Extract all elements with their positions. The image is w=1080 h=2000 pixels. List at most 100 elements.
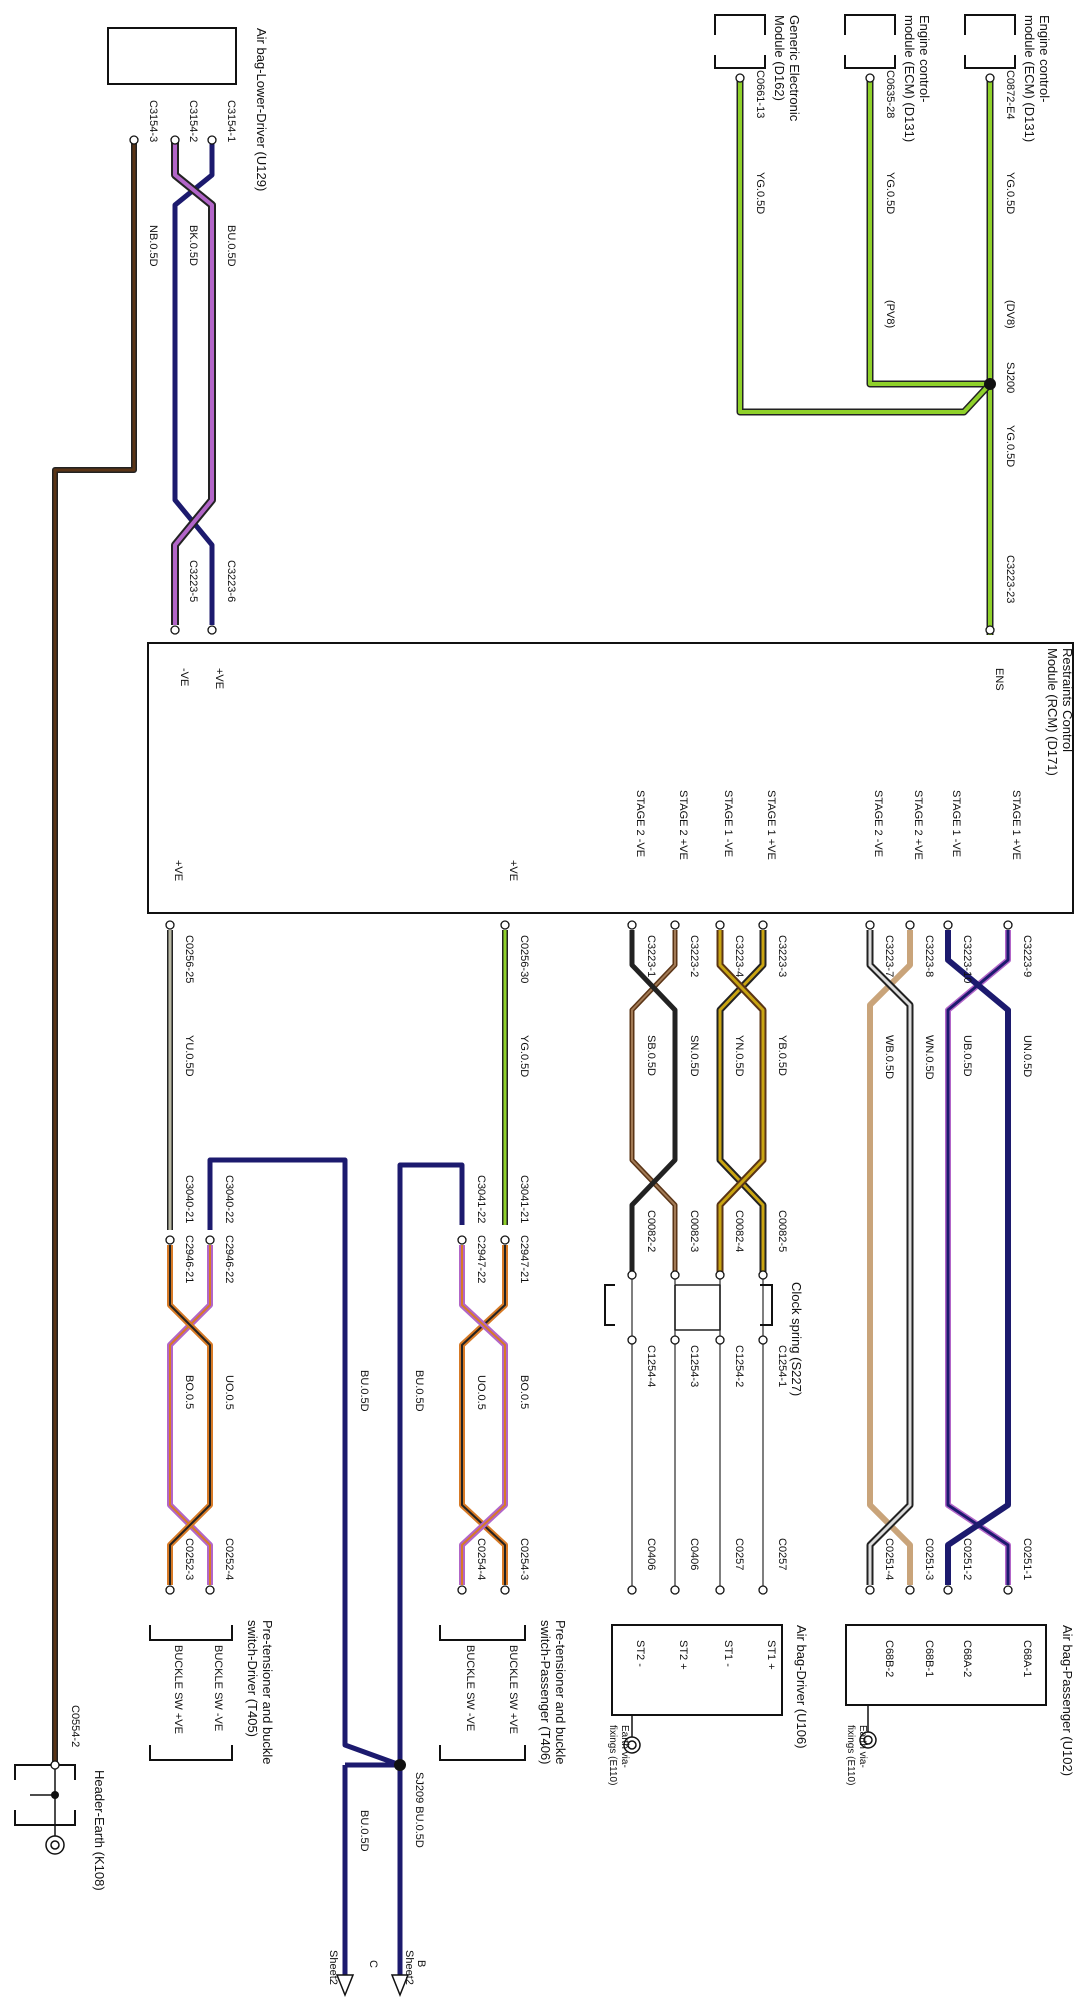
wire-bk-lower-driver <box>171 140 216 625</box>
rcm-stage-1: STAGE 1 +VE <box>1010 790 1022 860</box>
earth-symbol-header <box>30 1765 65 1855</box>
wire-yg-gem <box>736 78 993 416</box>
rcm-ve-mid: +VE <box>507 860 519 881</box>
earth-symbol-driver <box>623 1715 641 1754</box>
sheet-b-arrow <box>390 1974 410 1998</box>
wire-wb-passenger <box>866 930 914 1585</box>
driver-airbag-label: Air bag-Driver (U106) <box>794 1625 809 1749</box>
pass-rcm-pin-1: C3223-9 <box>1021 935 1033 977</box>
pass-pret-wire: YG.0.5D <box>518 1035 530 1077</box>
wire-nb-earth <box>52 140 137 1765</box>
clock-wire-yb: YB.0.5D <box>776 1035 788 1076</box>
drv-pret-out-pin-2: C0252-3 <box>183 1538 195 1580</box>
pass-earth-1: Earth via- <box>857 1725 868 1768</box>
earth-symbol-passenger <box>859 1705 877 1749</box>
ecm2-tag: (PV8) <box>884 300 896 328</box>
ecm1-box <box>964 14 1016 35</box>
clock-out-pin-4: C1254-4 <box>645 1345 657 1387</box>
pass-pin-3: C0251-3 <box>923 1538 935 1580</box>
sj200-label: SJ200 <box>1004 362 1016 393</box>
rcm-stage-8: STAGE 2 -VE <box>634 790 646 857</box>
pass-inner-pin-4: C68B-2 <box>883 1640 895 1677</box>
drv-pret-rcm-pin: C0256-25 <box>183 935 195 983</box>
wire-bo-pass <box>459 1245 508 1585</box>
lower-driver-rcm-pin-1: C3223-6 <box>225 560 237 602</box>
clock-spring-box <box>604 1284 615 1326</box>
splice-sj209 <box>394 1759 406 1771</box>
splice-sj200 <box>984 378 996 390</box>
pass-pret-pin-b1: C2947-21 <box>518 1235 530 1283</box>
header-earth-label: Header-Earth (K108) <box>92 1770 107 1891</box>
pass-pret-switch-1: BUCKLE SW +VE <box>507 1645 519 1734</box>
pass-wire-wn: WN.0.5D <box>923 1035 935 1080</box>
clock-in-pin-2: C0082-4 <box>733 1210 745 1252</box>
drv-pret-wire-uo: UO.0.5 <box>223 1375 235 1410</box>
gem-label-2: Module (D162) <box>772 15 787 101</box>
pass-earth-2: fixings (E110) <box>845 1725 856 1785</box>
driver-airbag-pin-2: ST1 - <box>722 1640 734 1667</box>
ecm1-label-1: Engine control- <box>1037 15 1052 102</box>
driver-earth-1: Earth via- <box>619 1725 630 1768</box>
drv-pret-pin-a1: C3040-22 <box>223 1175 235 1223</box>
lower-driver-pin-1: C3154-1 <box>225 100 237 142</box>
gem-pin: C0661-13 <box>754 70 766 118</box>
driver-airbag-pin-3: ST2 + <box>677 1640 689 1670</box>
drv-pretensioner-box <box>149 1625 233 1641</box>
wire-sb-clock <box>629 930 678 1275</box>
clock-out-wire-4: C0406 <box>645 1538 657 1570</box>
clock-rcm-pin-1: C3223-3 <box>776 935 788 977</box>
rcm-box <box>147 642 1074 914</box>
clock-wire-sn: SN.0.5D <box>688 1035 700 1077</box>
driver-airbag-pin-4: ST2 - <box>634 1640 646 1667</box>
rcm-stage-7: STAGE 2 +VE <box>677 790 689 860</box>
lower-driver-rcm-pin-2: C3223-5 <box>187 560 199 602</box>
ecm2-pin: C0635-28 <box>884 70 896 118</box>
gem-box <box>714 14 766 35</box>
gem-label-1: Generic Electronic <box>787 15 802 122</box>
lower-driver-wire-bk: BK.0.5D <box>187 225 199 266</box>
pass-inner-pin-1: C68A-1 <box>1021 1640 1033 1677</box>
clock-out-pin-1: C1254-1 <box>776 1345 788 1387</box>
pass-wire-wb: WB.0.5D <box>883 1035 895 1079</box>
driver-airbag-box <box>611 1624 783 1716</box>
sheet-b-sheet: Sheet2 <box>403 1950 415 1985</box>
lower-driver-wire-bu: BU.0.5D <box>225 225 237 267</box>
header-earth-pin: C0554-2 <box>69 1705 81 1747</box>
sj209-label: SJ209 BU.0.5D <box>413 1772 425 1848</box>
clock-in-pin-1: C0082-5 <box>776 1210 788 1252</box>
pass-pret-out-pin-1: C0254-3 <box>518 1538 530 1580</box>
drv-pret-pin-b1: C2946-22 <box>223 1235 235 1283</box>
wire-bu-lower-driver <box>172 140 215 625</box>
wire-uo-pass <box>459 1245 508 1585</box>
rcm-ens: ENS <box>993 668 1005 691</box>
rcm-stage-5: STAGE 1 +VE <box>765 790 777 860</box>
pass-pret-wire-uo: UO.0.5 <box>475 1375 487 1410</box>
clock-out-wire-1: C0257 <box>776 1538 788 1570</box>
drv-pret-out-pin-1: C0252-4 <box>223 1538 235 1580</box>
clock-wire-yn: YN.0.5D <box>733 1035 745 1077</box>
wires <box>52 78 1011 1975</box>
drv-pret-pin-a2: C3040-21 <box>183 1175 195 1223</box>
pass-pin-4: C0251-4 <box>883 1538 895 1580</box>
clock-in-pin-3: C0082-3 <box>688 1210 700 1252</box>
connector-pins <box>50 73 1013 1770</box>
passenger-airbag-label: Air bag-Passenger (U102) <box>1060 1625 1075 1776</box>
clock-rcm-pin-3: C3223-2 <box>688 935 700 977</box>
clock-out-wire-3: C0406 <box>688 1538 700 1570</box>
pass-pret-out-pin-2: C0254-4 <box>475 1538 487 1580</box>
rcm-label-1: Restraints Control <box>1060 648 1075 752</box>
ecm1-pin: C0872-E4 <box>1004 70 1016 120</box>
drv-pret-bu-wire: BU.0.5D <box>358 1370 370 1412</box>
wire-wn-passenger <box>867 930 913 1585</box>
drv-pret-wire-bo: BO.0.5 <box>183 1375 195 1409</box>
pass-wire-un: UN.0.5D <box>1021 1035 1033 1077</box>
pass-pret-pin-a1: C3041-21 <box>518 1175 530 1223</box>
pass-inner-pin-3: C68B-1 <box>923 1640 935 1677</box>
lower-driver-pin-2: C3154-2 <box>187 100 199 142</box>
sj200-wire: YG.0.5D <box>1004 425 1016 467</box>
ecm2-label-2: module (ECM) (D131) <box>902 15 917 142</box>
rcm-ens-pin: C3223-23 <box>1004 555 1016 603</box>
pass-pret-wire-bo: BO.0.5 <box>518 1375 530 1409</box>
pass-inner-pin-2: C68A-2 <box>961 1640 973 1677</box>
